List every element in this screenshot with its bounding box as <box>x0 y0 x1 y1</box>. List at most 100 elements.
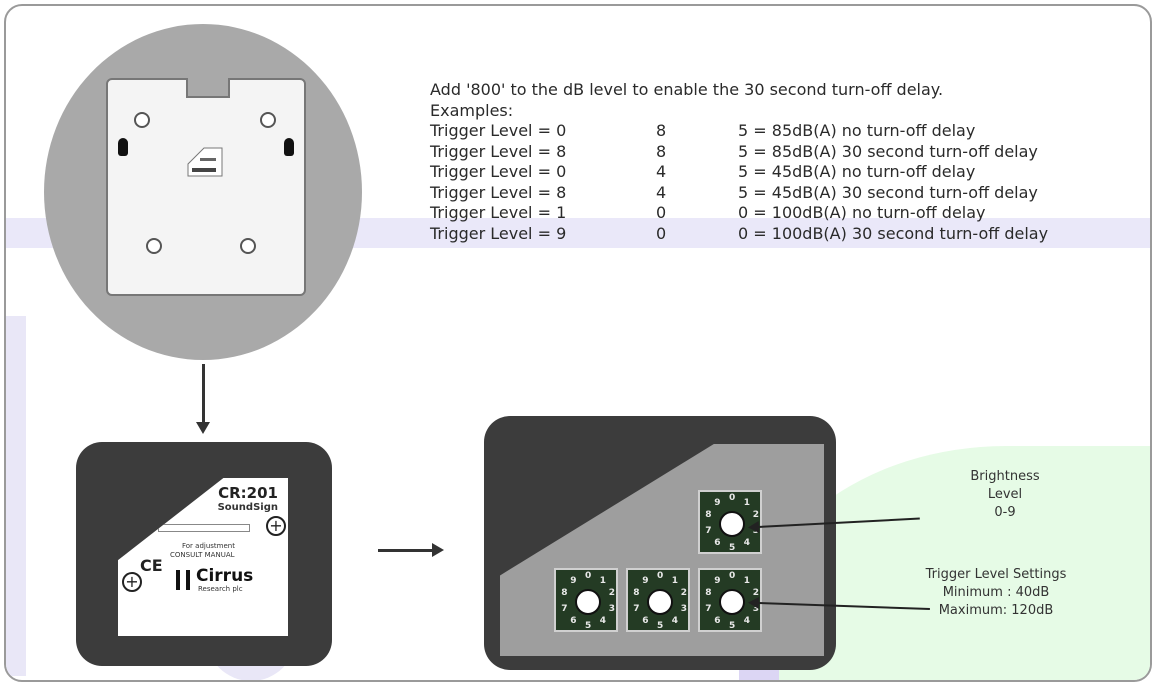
mounting-plate <box>106 78 306 296</box>
dial-knob-icon <box>719 589 745 615</box>
model-number: CR:201 <box>218 484 278 502</box>
row-result: 0 = 100dB(A) 30 second turn-off delay <box>738 223 1049 243</box>
dial-knob-icon <box>647 589 673 615</box>
row-digit: 8 <box>656 141 667 161</box>
dial-digit: 7 <box>705 525 712 536</box>
dial-digit: 2 <box>680 588 688 599</box>
dial-digit: 7 <box>633 603 640 614</box>
dial-digit: 9 <box>642 575 649 586</box>
dial-digit: 5 <box>729 543 736 553</box>
arrow-right-icon <box>378 543 444 557</box>
row-setting: Trigger Level = 8 <box>430 182 567 202</box>
row-setting: Trigger Level = 0 <box>430 162 567 181</box>
adjust-screw-icon: + <box>122 572 142 592</box>
dial-digit: 9 <box>714 497 721 508</box>
instructions-heading: Add '800' to the dB level to enable the … <box>430 80 944 99</box>
brand-sub: Research plc <box>198 585 243 593</box>
dial-digit: 3 <box>680 603 688 614</box>
dial-digit: 1 <box>743 575 750 586</box>
dial-digit: 4 <box>599 616 606 627</box>
dial-digit: 0 <box>585 571 592 581</box>
dial-digit: 2 <box>752 510 760 521</box>
dial-digit: 5 <box>729 621 736 631</box>
row-result: 5 = 85dB(A) 30 second turn-off delay <box>738 141 1038 161</box>
dial-digit: 6 <box>642 616 649 627</box>
dial-digit: 0 <box>729 571 736 581</box>
brightness-label: Brightness Level 0-9 <box>940 468 1070 522</box>
row-result: 5 = 45dB(A) no turn-off delay <box>738 162 976 181</box>
dial-digit: 4 <box>671 616 678 627</box>
examples-label: Examples: <box>430 100 514 120</box>
dial-digit: 9 <box>714 575 721 586</box>
dial-digit: 4 <box>743 616 750 627</box>
adjust-line1: For adjustment <box>182 542 235 550</box>
dial-digit: 9 <box>570 575 577 586</box>
dial-knob-icon <box>575 589 601 615</box>
dial-digit: 7 <box>561 603 568 614</box>
brightness-line2: Level <box>987 487 1023 502</box>
trigger-line3: Maximum: 120dB <box>938 603 1054 618</box>
dial-digit: 8 <box>705 510 712 521</box>
ce-mark: CE <box>140 556 163 575</box>
dial-knob-icon <box>719 511 745 537</box>
keyhole-icon <box>118 138 128 156</box>
examples-table: Trigger Level = 0 8 5 = 85dB(A) no turn-… <box>430 121 1048 244</box>
brightness-line1: Brightness <box>970 469 1040 484</box>
sign-label: CR:201 SoundSign + For adjustment CONSUL… <box>118 478 288 636</box>
adjust-screw-icon: + <box>266 516 286 536</box>
diagram-frame: Add '800' to the dB level to enable the … <box>4 4 1152 682</box>
instructions: Add '800' to the dB level to enable the … <box>430 80 1150 244</box>
dial-digit: 6 <box>714 538 721 549</box>
dial-digit: 6 <box>570 616 577 627</box>
dial-digit: 8 <box>705 588 712 599</box>
dial-digit: 2 <box>752 588 760 599</box>
trigger-label: Trigger Level Settings Minimum : 40dB Ma… <box>906 566 1086 620</box>
row-digit: 4 <box>656 182 667 202</box>
dial-digit: 8 <box>561 588 568 599</box>
dial-digit: 0 <box>729 493 736 503</box>
row-digit: 4 <box>656 162 667 181</box>
row-setting: Trigger Level = 9 <box>430 223 567 243</box>
screw-hole-icon <box>240 238 256 254</box>
table-row: Trigger Level = 0 4 5 = 45dB(A) no turn-… <box>430 162 1048 183</box>
adjust-line2: CONSULT MANUAL <box>170 551 235 559</box>
cirrus-logo-icon <box>176 570 190 590</box>
row-setting: Trigger Level = 1 <box>430 203 567 222</box>
row-setting: Trigger Level = 0 <box>430 121 567 140</box>
plate-notch <box>186 78 230 98</box>
dial-digit: 1 <box>599 575 606 586</box>
dial-digit: 1 <box>671 575 678 586</box>
row-setting: Trigger Level = 8 <box>430 141 567 161</box>
dial-digit: 6 <box>714 616 721 627</box>
dial-digit: 1 <box>743 497 750 508</box>
dial-digit: 4 <box>743 538 750 549</box>
row-digit: 8 <box>656 121 667 140</box>
row-result: 5 = 85dB(A) no turn-off delay <box>738 121 976 140</box>
label-slot <box>158 524 250 532</box>
arrow-down-icon <box>196 364 210 434</box>
dial-digit: 2 <box>608 588 616 599</box>
brightness-line3: 0-9 <box>994 505 1016 520</box>
background-left-strip <box>6 316 26 676</box>
screw-hole-icon <box>260 112 276 128</box>
row-result: 5 = 45dB(A) 30 second turn-off delay <box>738 182 1038 202</box>
dial-digit: 7 <box>705 603 712 614</box>
row-result: 0 = 100dB(A) no turn-off delay <box>738 203 986 222</box>
table-row: Trigger Level = 9 0 0 = 100dB(A) 30 seco… <box>430 224 1048 245</box>
table-row: Trigger Level = 1 0 0 = 100dB(A) no turn… <box>430 203 1048 224</box>
table-row: Trigger Level = 0 8 5 = 85dB(A) no turn-… <box>430 121 1048 142</box>
trigger-line2: Minimum : 40dB <box>942 585 1050 600</box>
mini-label-icon <box>187 147 223 177</box>
trigger-line1: Trigger Level Settings <box>925 567 1067 582</box>
table-row: Trigger Level = 8 8 5 = 85dB(A) 30 secon… <box>430 142 1048 163</box>
dial-digit: 5 <box>585 621 592 631</box>
dial-digit: 0 <box>657 571 664 581</box>
screw-hole-icon <box>146 238 162 254</box>
row-digit: 0 <box>656 203 667 222</box>
table-row: Trigger Level = 8 4 5 = 45dB(A) 30 secon… <box>430 183 1048 204</box>
keyhole-icon <box>284 138 294 156</box>
screw-hole-icon <box>134 112 150 128</box>
dial-digit: 5 <box>657 621 664 631</box>
